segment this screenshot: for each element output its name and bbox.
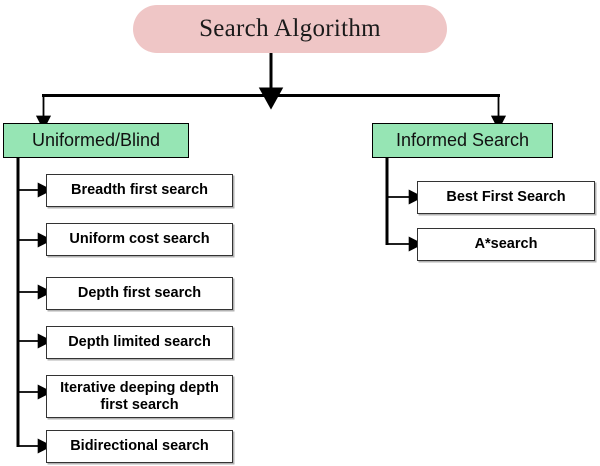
leaf-node-label: Uniform cost search	[69, 231, 210, 248]
leaf-node-depth-first-search[interactable]: Depth first search	[46, 277, 233, 310]
leaf-node-label: Depth limited search	[68, 334, 211, 351]
leaf-node-iterative-deeping-depth-first-search[interactable]: Iterative deeping depth first search	[46, 375, 233, 418]
category-node-label: Informed Search	[395, 130, 530, 150]
category-node-uninformed[interactable]: Uniformed/Blind	[3, 123, 189, 158]
category-node-informed[interactable]: Informed Search	[372, 123, 553, 158]
leaf-node-bidirectional-search[interactable]: Bidirectional search	[46, 430, 233, 463]
leaf-node-label: Best First Search	[446, 189, 566, 206]
leaf-node-label: A*search	[474, 236, 538, 253]
category-node-label: Uniformed/Blind	[31, 130, 161, 150]
leaf-node-label: Breadth first search	[71, 182, 208, 199]
leaf-node-label: Bidirectional search	[70, 438, 209, 455]
leaf-node-depth-limited-search[interactable]: Depth limited search	[46, 326, 233, 359]
root-node-label: Search Algorithm	[199, 15, 381, 42]
root-node-search-algorithm[interactable]: Search Algorithm	[133, 5, 447, 53]
leaf-node-breadth-first-search[interactable]: Breadth first search	[46, 174, 233, 207]
leaf-node-best-first-search[interactable]: Best First Search	[417, 181, 595, 214]
leaf-node-label: Iterative deeping depth first search	[60, 379, 219, 413]
leaf-node-uniform-cost-search[interactable]: Uniform cost search	[46, 223, 233, 256]
leaf-node-label: Depth first search	[77, 285, 202, 302]
leaf-node-a-star-search[interactable]: A*search	[417, 228, 595, 261]
